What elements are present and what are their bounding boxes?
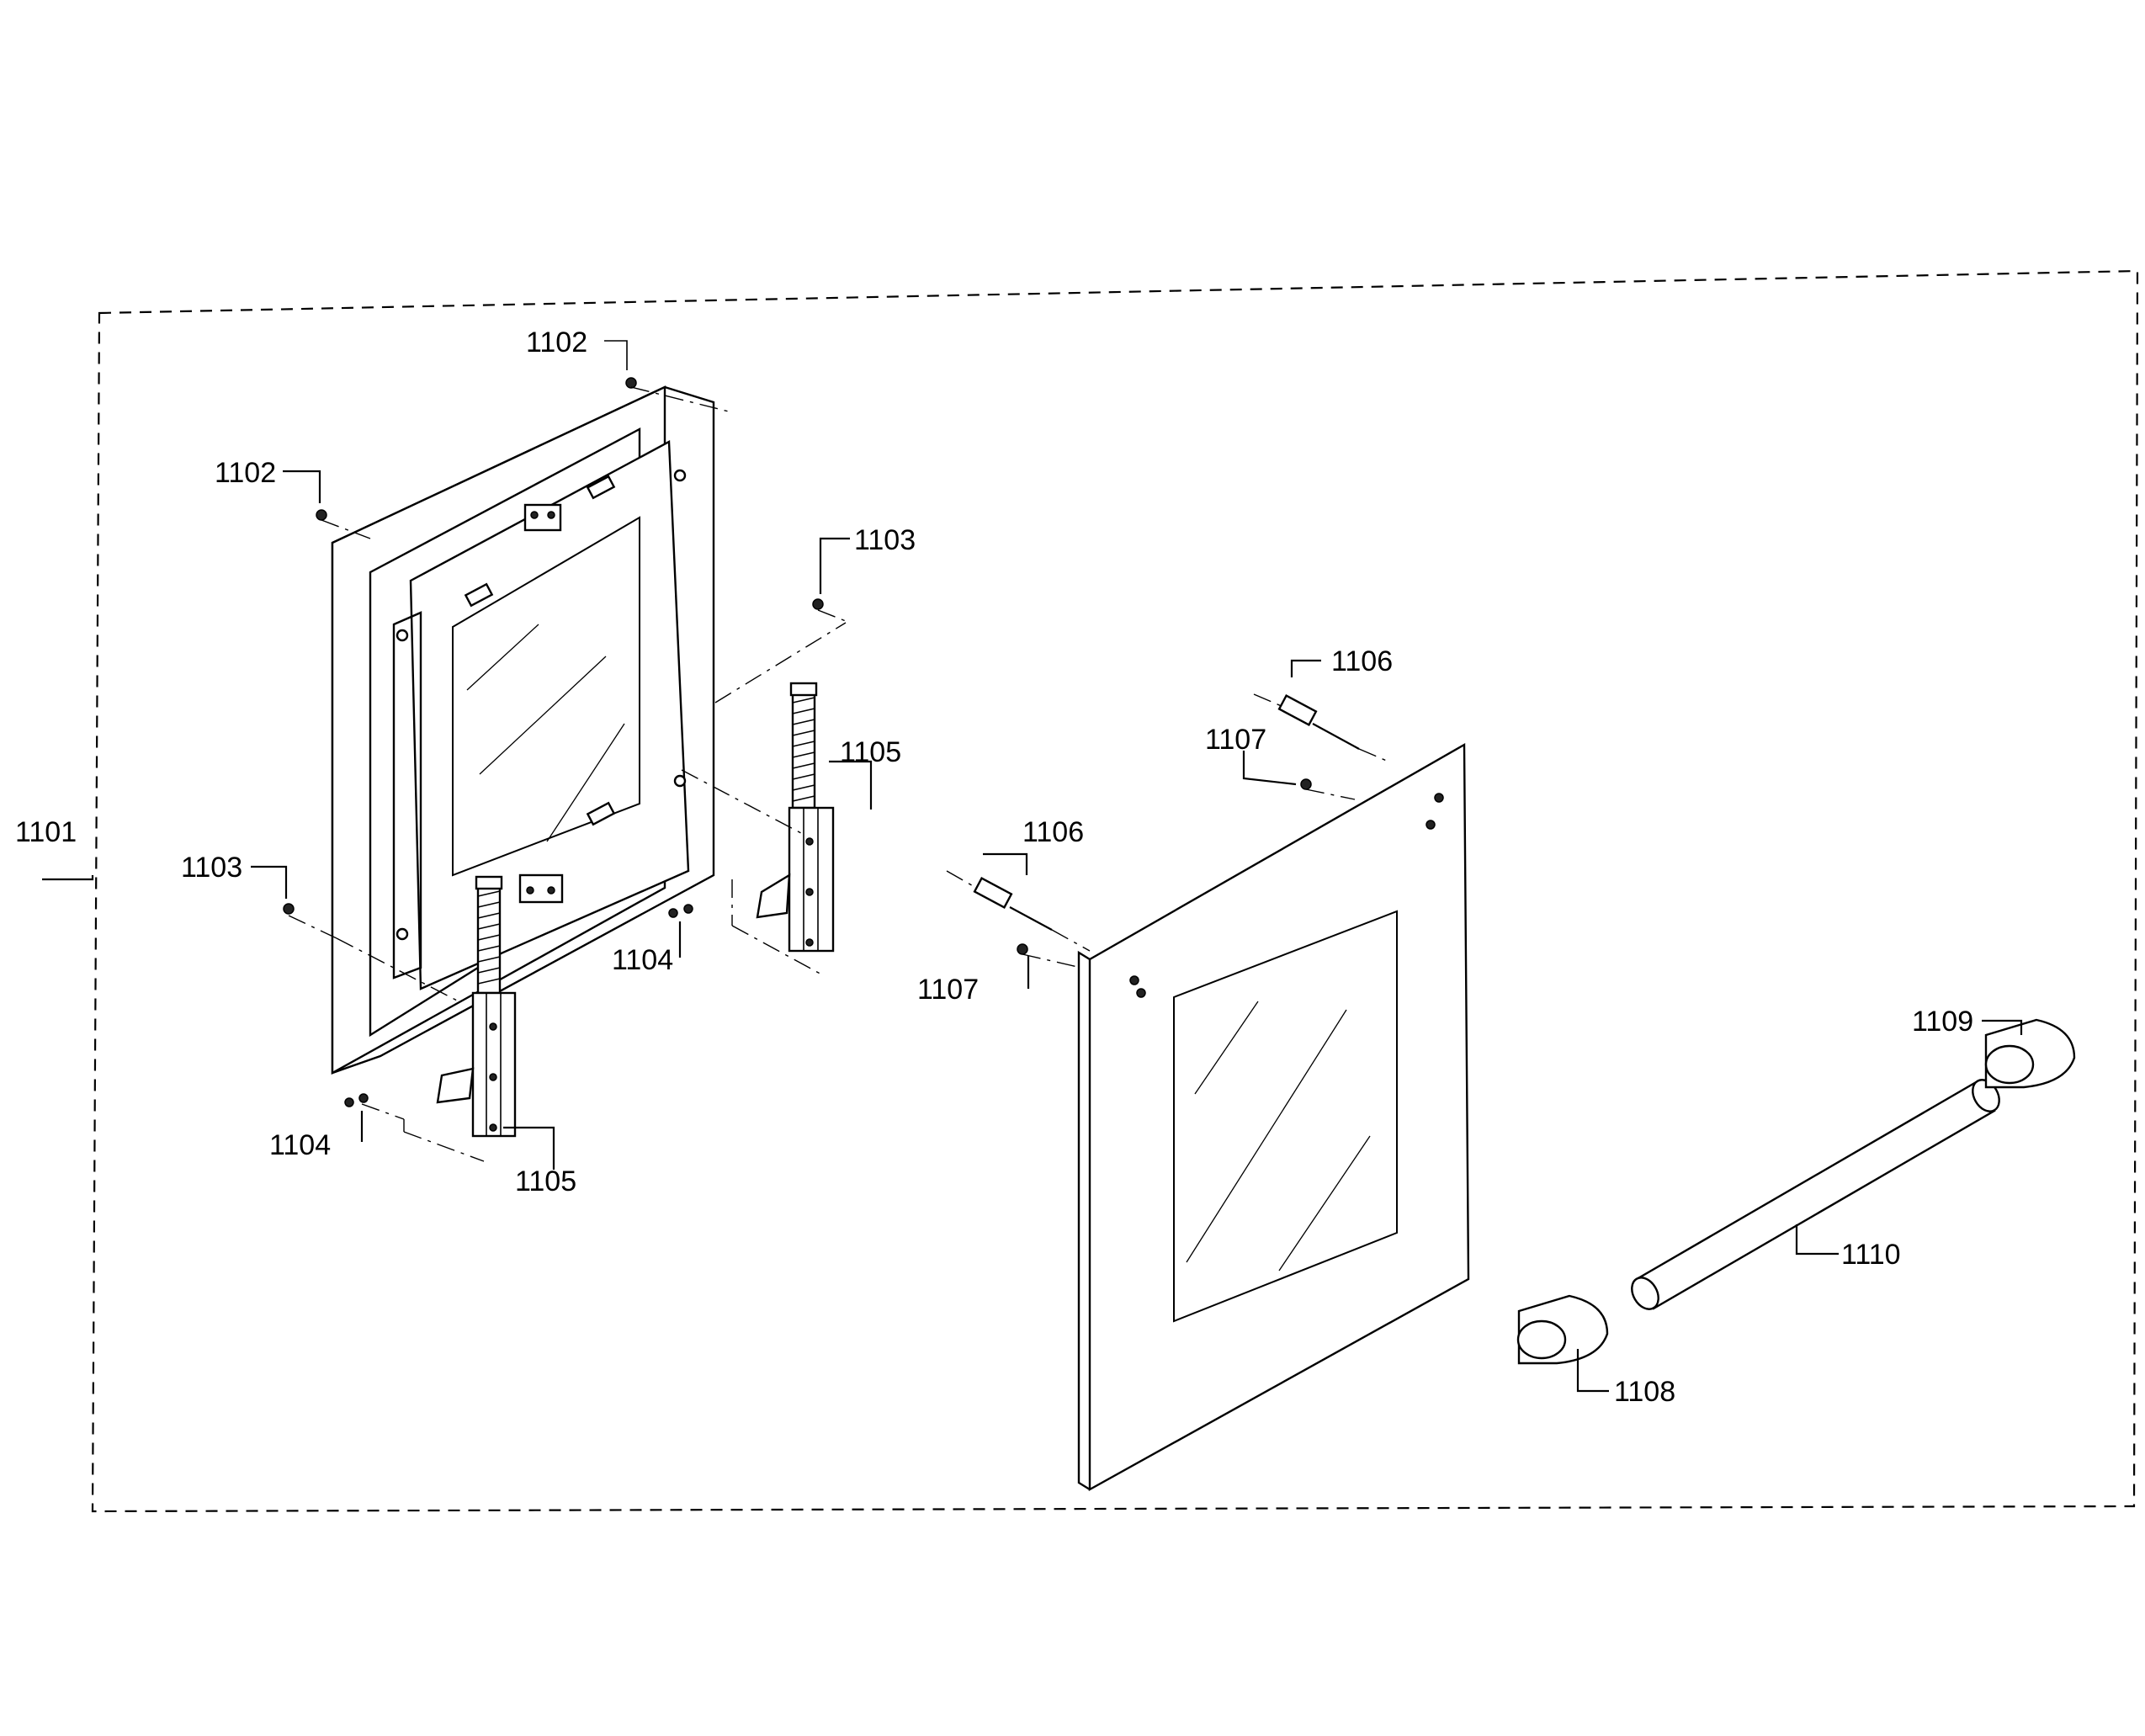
callout-1108: 1108 [1614,1376,1675,1408]
callout-1102-top: 1102 [526,326,587,358]
callout-1107-lower: 1107 [917,974,979,1006]
callout-1103-right: 1103 [854,524,916,556]
inner-door-glass [452,516,640,877]
end-cap-1109 [1984,1018,2076,1089]
callout-1101: 1101 [15,816,77,848]
callout-1105-right: 1105 [840,736,901,768]
hinge-left [436,875,517,1138]
callout-1106-upper: 1106 [1331,645,1393,677]
callout-1106-lower: 1106 [1022,816,1084,848]
handle-bar [1631,1079,2000,1310]
pin-1106-lower [973,877,1053,931]
callout-1107-upper: 1107 [1205,724,1266,756]
callout-labels: 1101 1102 1102 1103 1103 1104 1104 1105 … [15,326,1973,1408]
callout-1102-left: 1102 [215,457,276,489]
end-cap-1108 [1516,1294,1609,1365]
hinge-right [756,682,835,953]
callout-1104-left: 1104 [269,1129,331,1161]
callout-1109: 1109 [1912,1006,1973,1038]
pin-1106-upper [1277,694,1360,750]
assembly-boundary [91,269,2139,1513]
callout-1103-left: 1103 [181,852,242,884]
outer-door-panel [1077,742,1470,1492]
outer-door-glass [1173,910,1398,1323]
callout-1105-left: 1105 [515,1165,576,1197]
inner-door-frame [331,385,715,1075]
screws [283,377,1360,1107]
alignment-lines [288,386,1389,1162]
callout-1104-mid: 1104 [612,944,673,976]
leader-lines [42,340,2023,1393]
callout-1110: 1110 [1841,1239,1901,1271]
